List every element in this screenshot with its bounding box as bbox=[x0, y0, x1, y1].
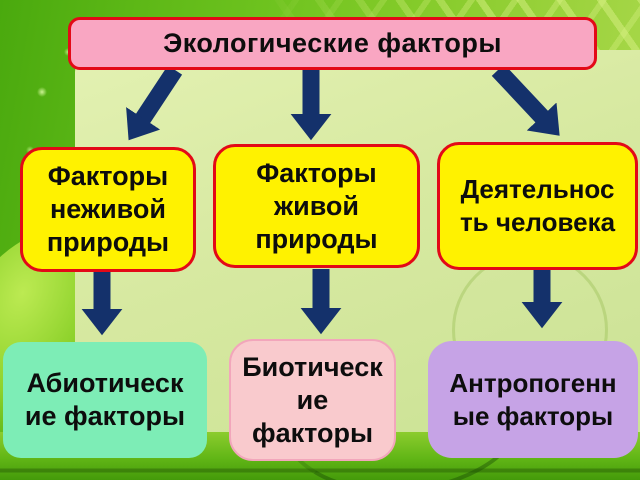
arrow-title-to-inanimate bbox=[126, 65, 183, 141]
node-biotic-factors: Биотическ ие факторы bbox=[229, 339, 396, 461]
node-label: Деятельнос ть человека bbox=[459, 174, 616, 237]
node-anthropogenic-factors: Антропогенн ые факторы bbox=[428, 341, 638, 458]
node-label: Факторы живой природы bbox=[255, 157, 378, 254]
title-box-ecological-factors: Экологические факторы bbox=[68, 17, 597, 70]
node-label: Факторы неживой природы bbox=[46, 161, 170, 257]
node-label: Биотическ ие факторы bbox=[242, 351, 383, 448]
title-label: Экологические факторы bbox=[163, 28, 502, 58]
arrow-title-to-human bbox=[491, 64, 560, 136]
node-human-activity: Деятельнос ть человека bbox=[437, 142, 638, 270]
node-label: Абиотическ ие факторы bbox=[24, 368, 186, 431]
node-inanimate-nature-factors: Факторы неживой природы bbox=[20, 147, 196, 272]
node-abiotic-factors: Абиотическ ие факторы bbox=[3, 342, 207, 458]
node-living-nature-factors: Факторы живой природы bbox=[213, 144, 420, 268]
node-label: Антропогенн ые факторы bbox=[449, 367, 617, 431]
